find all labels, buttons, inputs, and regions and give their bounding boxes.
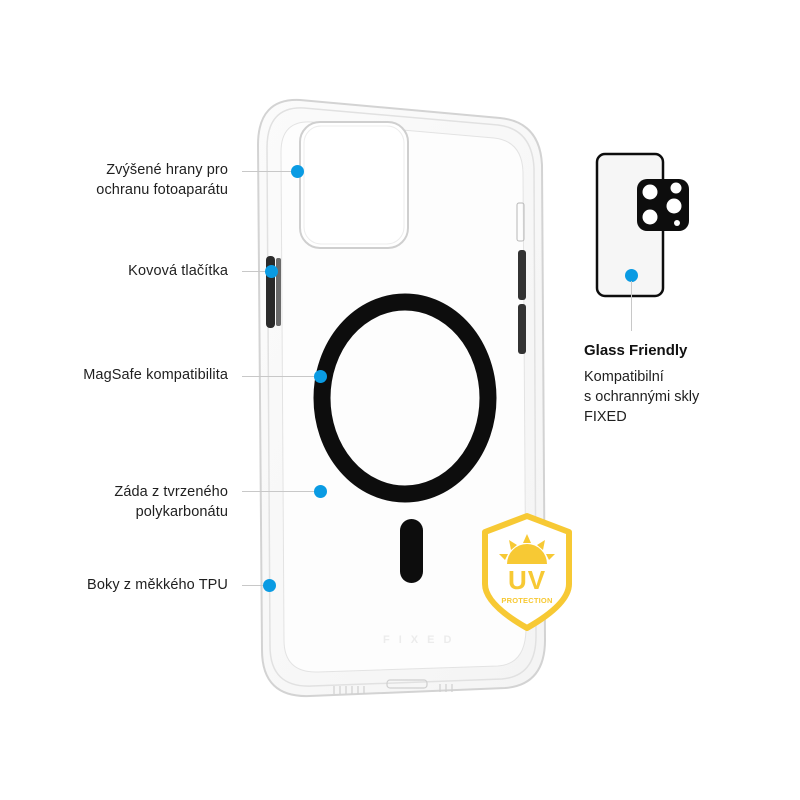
leader-line <box>242 585 270 586</box>
brand-watermark: FIXED <box>383 634 461 646</box>
callout-dot-icon <box>263 579 276 592</box>
callout-dot-icon <box>625 269 638 282</box>
callout-text: Kovová tlačítka <box>128 263 228 279</box>
uv-protection-badge: UV PROTECTION <box>479 512 575 632</box>
callout-text: polykarbonátu <box>135 504 228 520</box>
glass-friendly-description: Kompatibilní s ochrannými skly FIXED <box>584 367 699 427</box>
description-line: s ochrannými skly <box>584 389 700 405</box>
right-side-button-upper <box>518 250 526 300</box>
uv-badge-main-text: UV <box>507 565 547 595</box>
callout-text: Záda z tvrzeného <box>114 484 228 500</box>
callout-dot-icon <box>265 265 278 278</box>
callout-dot-icon <box>314 370 327 383</box>
camera-cutout <box>299 121 409 249</box>
leader-line <box>242 271 270 272</box>
leader-line <box>242 171 296 172</box>
leader-line <box>242 376 320 377</box>
callout-raised-edges: Zvýšené hrany pro ochranu fotoaparátu <box>96 160 228 200</box>
callout-soft-sides: Boky z měkkého TPU <box>87 575 228 595</box>
callout-text: Boky z měkkého TPU <box>87 577 228 593</box>
leader-line <box>242 491 320 492</box>
callout-text: MagSafe kompatibilita <box>83 367 228 383</box>
callout-metal-buttons: Kovová tlačítka <box>128 261 228 281</box>
magsafe-ring <box>313 293 497 503</box>
glass-friendly-title: Glass Friendly <box>584 342 688 359</box>
callout-hardened-back: Záda z tvrzeného polykarbonátu <box>114 482 228 522</box>
uv-badge-sub-text: PROTECTION <box>501 596 553 605</box>
right-side-button-lower <box>518 304 526 354</box>
screen-protector-icon <box>595 152 689 298</box>
magsafe-alignment-bar <box>400 519 423 583</box>
sun-icon <box>499 534 555 564</box>
callout-text: ochranu fotoaparátu <box>96 182 228 198</box>
case-back-panel <box>280 121 527 673</box>
camera-lens-protector-icon <box>637 179 689 231</box>
description-line: Kompatibilní <box>584 369 664 385</box>
callout-dot-icon <box>314 485 327 498</box>
leader-line <box>631 281 632 331</box>
callout-text: Zvýšené hrany pro <box>106 162 228 178</box>
description-line: FIXED <box>584 409 627 425</box>
callout-dot-icon <box>291 165 304 178</box>
callout-magsafe: MagSafe kompatibilita <box>83 365 228 385</box>
